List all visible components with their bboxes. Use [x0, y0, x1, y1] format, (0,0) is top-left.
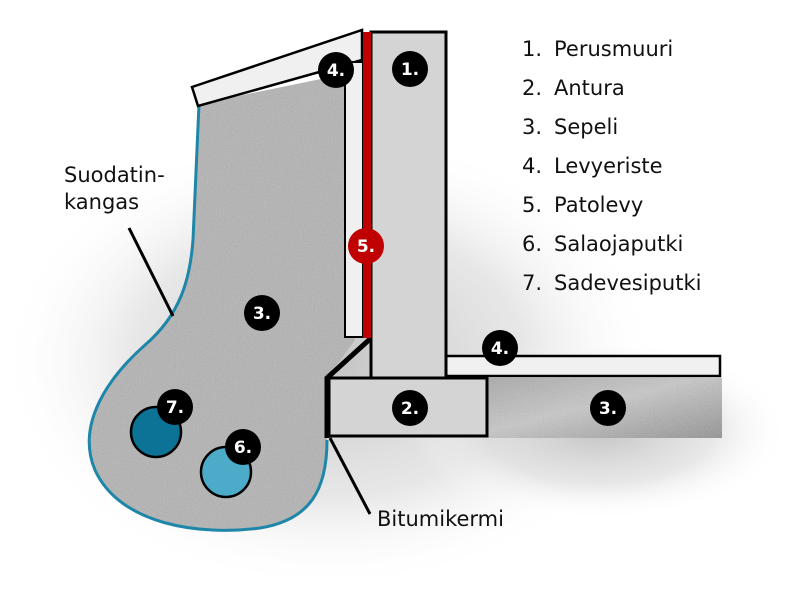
- legend-label: Sepeli: [554, 115, 619, 139]
- marker-storm-pipe: 7.: [157, 389, 193, 425]
- callout-filter-fabric: Suodatin- kangas: [64, 162, 165, 216]
- marker-gravel-right-label: 3.: [599, 399, 617, 419]
- legend-number: 2.: [522, 76, 543, 100]
- legend-item: 6. Salaojaputki: [522, 225, 701, 264]
- marker-insulation-top: 4.: [318, 52, 354, 88]
- legend-item: 4. Levyeriste: [522, 147, 701, 186]
- marker-footing-label: 2.: [401, 399, 419, 419]
- leader-bitumen: [328, 437, 372, 515]
- legend-item: 2. Antura: [522, 69, 701, 108]
- insulation-board-sloped: [190, 28, 364, 108]
- marker-insulation-floor-label: 4.: [491, 339, 509, 359]
- foundation-wall: [369, 30, 448, 380]
- filter-fabric: [87, 103, 329, 532]
- marker-wall-label: 1.: [401, 60, 419, 80]
- marker-dimple-board-label: 5.: [357, 237, 375, 257]
- legend-label: Levyeriste: [554, 154, 663, 178]
- legend-item: 7. Sadevesiputki: [522, 264, 701, 303]
- marker-dimple-board: 5.: [348, 228, 384, 264]
- legend-number: 6.: [522, 232, 543, 256]
- marker-storm-pipe-label: 7.: [166, 398, 184, 418]
- legend-number: 5.: [522, 193, 543, 217]
- insulation-board-vertical: [344, 61, 364, 338]
- callout-bitumen: Bitumikermi: [377, 507, 504, 531]
- legend-label: Sadevesiputki: [554, 271, 702, 295]
- legend-item: 5. Patolevy: [522, 186, 701, 225]
- marker-drain-pipe: 6.: [225, 429, 261, 465]
- legend-number: 7.: [522, 271, 543, 295]
- marker-gravel-left: 3.: [244, 295, 280, 331]
- bitumen-membrane: [324, 337, 372, 438]
- marker-insulation-top-label: 4.: [327, 61, 345, 81]
- legend-item: 3. Sepeli: [522, 108, 701, 147]
- marker-wall: 1.: [392, 51, 428, 87]
- marker-insulation-floor: 4.: [482, 330, 518, 366]
- marker-footing: 2.: [392, 390, 428, 426]
- legend-number: 3.: [522, 115, 543, 139]
- callout-filter-fabric-line1: Suodatin-: [64, 163, 165, 187]
- leader-filter-fabric: [127, 227, 175, 317]
- legend-label: Patolevy: [554, 193, 644, 217]
- legend: 1. Perusmuuri 2. Antura 3. Sepeli 4. Levyeri…: [522, 30, 701, 303]
- legend-label: Salaojaputki: [554, 232, 684, 256]
- dimple-board: [363, 32, 371, 338]
- legend-number: 1.: [522, 37, 543, 61]
- footing: [327, 376, 489, 438]
- marker-drain-pipe-label: 6.: [234, 438, 252, 458]
- callout-filter-fabric-line2: kangas: [64, 190, 140, 214]
- legend-label: Antura: [554, 76, 625, 100]
- legend-item: 1. Perusmuuri: [522, 30, 701, 69]
- marker-gravel-left-label: 3.: [253, 304, 271, 324]
- marker-gravel-right: 3.: [590, 390, 626, 426]
- legend-number: 4.: [522, 154, 543, 178]
- legend-label: Perusmuuri: [554, 37, 674, 61]
